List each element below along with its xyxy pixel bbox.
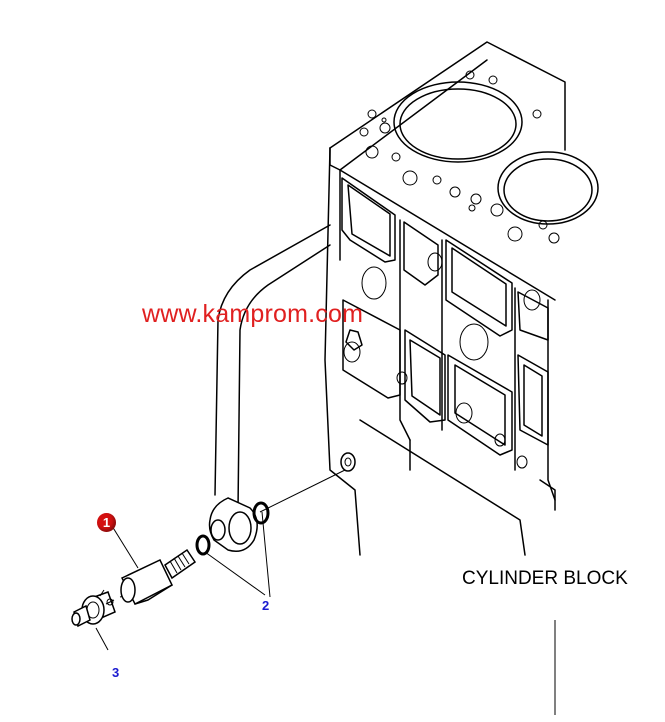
- callout-2[interactable]: 2: [262, 598, 270, 613]
- gasket-lower: [195, 534, 211, 556]
- leader-lines: [95, 469, 346, 651]
- cylinder-block-label: CYLINDER BLOCK: [462, 568, 628, 589]
- callout-1-badge[interactable]: 1: [97, 513, 116, 532]
- cylinder-block: [324, 41, 599, 715]
- gasket-upper: [252, 501, 270, 525]
- oil-pipe: [208, 224, 331, 552]
- watermark-text: www.kamprom.com: [142, 300, 364, 328]
- sensor-part: [71, 589, 116, 628]
- callout-3[interactable]: 3: [112, 665, 120, 680]
- connector-part: [120, 548, 197, 606]
